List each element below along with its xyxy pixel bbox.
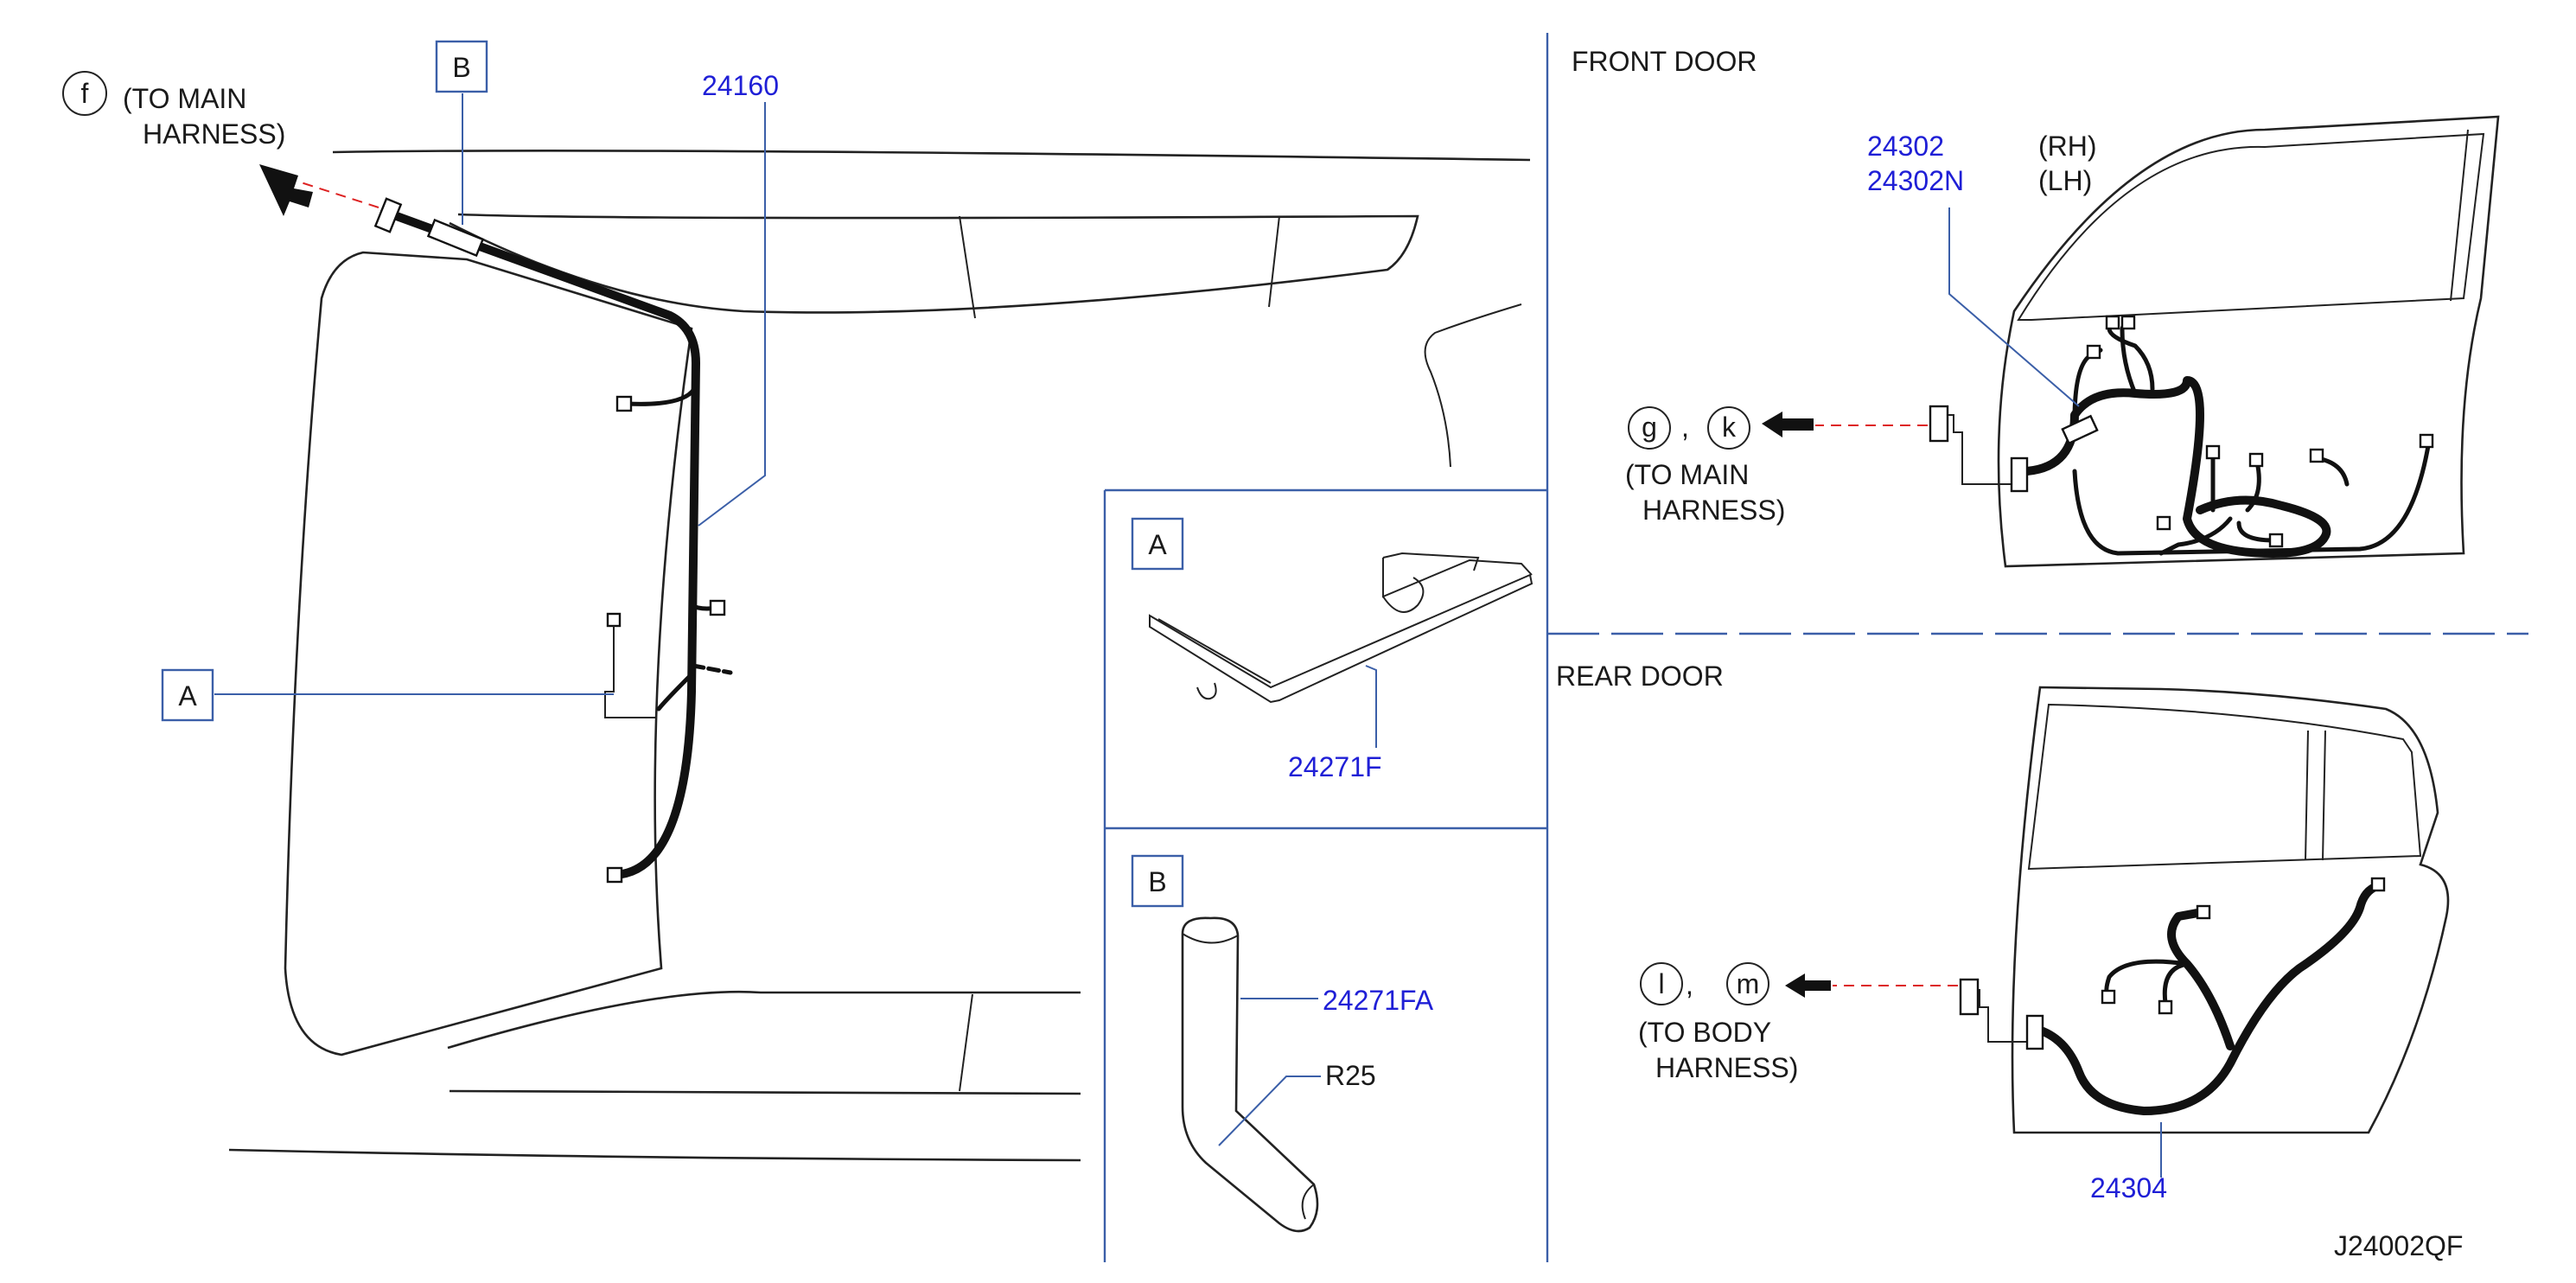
- callout-k: k: [1707, 406, 1750, 450]
- svg-text:k: k: [1722, 412, 1737, 443]
- box-a-main: A: [161, 668, 214, 722]
- label-rear-door: REAR DOOR: [1556, 661, 1724, 692]
- harness-24160: [259, 164, 733, 884]
- label-harness-1: HARNESS): [143, 118, 285, 150]
- callout-f: f: [62, 71, 107, 116]
- part-number-24302: 24302: [1867, 131, 1944, 162]
- box-b-detail: B: [1131, 854, 1184, 908]
- arrow-to-body-harness-icon: [1785, 973, 1831, 998]
- part-number-24302n: 24302N: [1867, 165, 1964, 196]
- svg-text:f: f: [81, 78, 89, 109]
- svg-text:A: A: [1148, 529, 1167, 560]
- svg-text:B: B: [452, 52, 470, 83]
- box-b-main: B: [435, 40, 488, 93]
- callout-separator: ,: [1686, 969, 1693, 1000]
- svg-text:g: g: [1642, 412, 1657, 443]
- vehicle-body-outline: [228, 149, 1531, 1162]
- label-rh: (RH): [2038, 131, 2097, 162]
- svg-text:B: B: [1148, 866, 1166, 897]
- rear-door-drawing: [1785, 686, 2450, 1134]
- label-to-body-harness: (TO BODY: [1638, 1017, 1771, 1048]
- callout-g: g: [1628, 406, 1671, 450]
- callout-m: m: [1726, 962, 1769, 1005]
- tube-24271fa-drawing: [1181, 916, 1319, 1233]
- clip-24271f-drawing: [1149, 552, 1533, 704]
- label-to-main-harness-2: (TO MAIN: [1625, 459, 1749, 490]
- box-a-detail: A: [1131, 517, 1184, 571]
- svg-text:l: l: [1658, 968, 1664, 999]
- callout-l: l: [1640, 962, 1683, 1005]
- label-harness-2: HARNESS): [1642, 495, 1785, 526]
- label-harness-3: HARNESS): [1655, 1052, 1798, 1083]
- label-to-main-harness-1: (TO MAIN: [123, 83, 246, 114]
- part-number-24160: 24160: [702, 70, 779, 101]
- part-number-24304: 24304: [2090, 1172, 2167, 1203]
- label-lh: (LH): [2038, 165, 2092, 196]
- panel-frames: [1103, 33, 2528, 1262]
- label-front-door: FRONT DOOR: [1572, 46, 1757, 77]
- arrow-to-main-harness-front-icon: [1762, 412, 1814, 437]
- leader-lines: [214, 93, 2162, 1178]
- drawing-code: J24002QF: [2334, 1230, 2463, 1261]
- part-number-24271fa: 24271FA: [1323, 985, 1434, 1016]
- arrow-to-main-harness-icon: [259, 164, 313, 216]
- callout-separator: ,: [1681, 412, 1689, 443]
- part-number-24271f: 24271F: [1288, 751, 1382, 782]
- label-r25: R25: [1325, 1060, 1376, 1091]
- svg-text:m: m: [1737, 968, 1760, 999]
- front-door-drawing: [1762, 115, 2500, 568]
- svg-text:A: A: [178, 680, 197, 712]
